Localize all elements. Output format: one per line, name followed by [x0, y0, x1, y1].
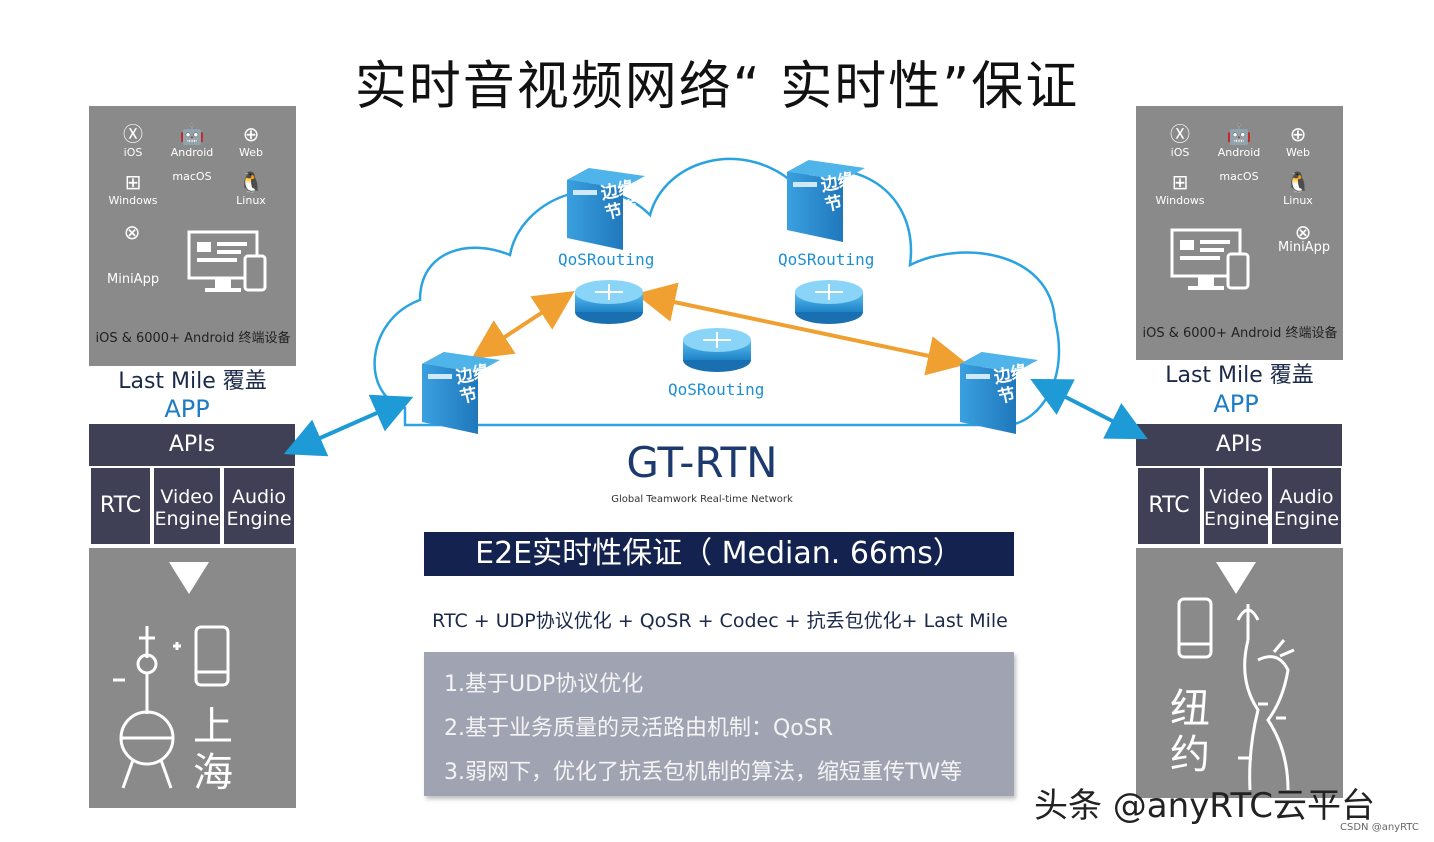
platform-label: Android	[1217, 146, 1261, 159]
qos-routing-label: QoSRouting	[778, 250, 875, 269]
web-icon: ⊕Web	[1286, 122, 1310, 159]
city-label-newyork: 纽约	[1170, 686, 1210, 778]
down-arrow-icon	[1216, 562, 1256, 594]
android-icon: 🤖Android	[1217, 122, 1261, 159]
csdn-watermark: CSDN @anyRTC	[1340, 822, 1419, 833]
api-rtc: RTC	[89, 466, 152, 546]
edge-node-label: 边缘节点	[599, 177, 641, 224]
platform-label: Android	[170, 146, 214, 159]
app-label: APP	[1213, 390, 1259, 418]
api-audio-engine: Audio Engine	[222, 466, 296, 546]
left-link-arrow	[283, 394, 414, 457]
formula-text: RTC + UDP协议优化 + QoSR + Codec + 抗丢包优化+ La…	[432, 610, 1008, 632]
apis-grid: RTC Video Engine Audio Engine	[1136, 466, 1343, 546]
router-icon	[795, 280, 863, 324]
edge-node-icon	[960, 352, 1038, 434]
devices-caption: iOS & 6000+ Android 终端设备	[1142, 326, 1338, 341]
network-name: GT-RTN	[626, 438, 778, 487]
android-icon: 🤖Android	[170, 122, 214, 159]
right-city-panel: 纽约	[1136, 548, 1343, 798]
apis-header: APIs	[89, 424, 295, 466]
qos-routing-label: QoSRouting	[558, 250, 655, 269]
platform-label: iOS	[123, 146, 143, 159]
network-cloud	[373, 157, 1061, 427]
point-item: 2.基于业务质量的灵活路由机制：QoSR	[444, 716, 834, 741]
edge-node-label: 边缘节点	[454, 361, 496, 408]
platform-label: Web	[239, 146, 263, 159]
page-title: 实时音视频网络“ 实时性”保证	[354, 57, 1080, 117]
macos-icon: macOS	[1212, 170, 1266, 183]
platform-label: iOS	[1170, 146, 1190, 159]
linux-icon: 🐧Linux	[1283, 170, 1313, 207]
platform-label: Windows	[108, 194, 158, 207]
devices-icon	[187, 230, 267, 292]
platform-label: Web	[1286, 146, 1310, 159]
platform-label: Linux	[1283, 194, 1313, 207]
router-icon	[683, 328, 751, 372]
router-icon	[575, 280, 643, 324]
watermark-text: 头条 @anyRTC云平台	[1034, 786, 1375, 826]
edge-node-label: 边缘节点	[992, 361, 1034, 408]
oriental-pearl-tower-icon	[113, 626, 181, 789]
devices-icon	[1170, 228, 1250, 290]
edge-node-label: 边缘节点	[819, 169, 861, 216]
edge-node-icon	[787, 160, 865, 242]
city-label-shanghai: 上海	[193, 704, 233, 796]
left-city-panel: 上海	[89, 548, 296, 808]
miniapp-icon: ⊗	[123, 220, 141, 244]
last-mile-label: Last Mile 覆盖	[118, 369, 267, 394]
qos-routing-label: QoSRouting	[668, 380, 765, 399]
phone-icon	[1177, 597, 1213, 659]
windows-icon: ⊞Windows	[108, 170, 158, 207]
miniapp-icon: ⊗	[1294, 220, 1312, 244]
last-mile-label: Last Mile 覆盖	[1165, 363, 1314, 388]
platform-label: Linux	[236, 194, 266, 207]
orange-arrow-long	[635, 282, 968, 376]
platform-label: macOS	[1219, 170, 1259, 183]
app-label: APP	[164, 395, 210, 423]
miniapp-label: MiniApp	[107, 272, 160, 287]
network-subtitle: Global Teamwork Real-time Network	[611, 494, 793, 505]
windows-icon: ⊞Windows	[1155, 170, 1205, 207]
statue-of-liberty-icon	[1236, 604, 1295, 791]
devices-caption: iOS & 6000+ Android 终端设备	[95, 331, 291, 346]
api-video-engine: Video Engine	[152, 466, 222, 546]
api-rtc: RTC	[1136, 466, 1202, 546]
macos-icon: macOS	[165, 170, 219, 183]
right-link-arrow	[1030, 378, 1148, 440]
points-box: 1.基于UDP协议优化 2.基于业务质量的灵活路由机制：QoSR 3.弱网下，优…	[424, 652, 1014, 796]
edge-node-icon	[567, 168, 645, 250]
point-item: 1.基于UDP协议优化	[444, 672, 644, 697]
apis-grid: RTC Video Engine Audio Engine	[89, 466, 296, 546]
platform-label: macOS	[172, 170, 212, 183]
edge-node-icon	[422, 352, 500, 434]
orange-arrow-left	[471, 291, 575, 359]
platform-label: Windows	[1155, 194, 1205, 207]
api-video-engine: Video Engine	[1202, 466, 1270, 546]
apis-header: APIs	[1136, 424, 1342, 466]
point-item: 3.弱网下，优化了抗丢包机制的算法，缩短重传TW等	[444, 760, 963, 785]
api-audio-engine: Audio Engine	[1270, 466, 1343, 546]
e2e-banner: E2E实时性保证（ Median. 66ms）	[424, 532, 1014, 576]
miniapp-label: MiniApp	[1278, 240, 1331, 255]
linux-icon: 🐧Linux	[236, 170, 266, 207]
down-arrow-icon	[169, 562, 209, 594]
phone-icon	[194, 625, 230, 687]
web-icon: ⊕Web	[239, 122, 263, 159]
